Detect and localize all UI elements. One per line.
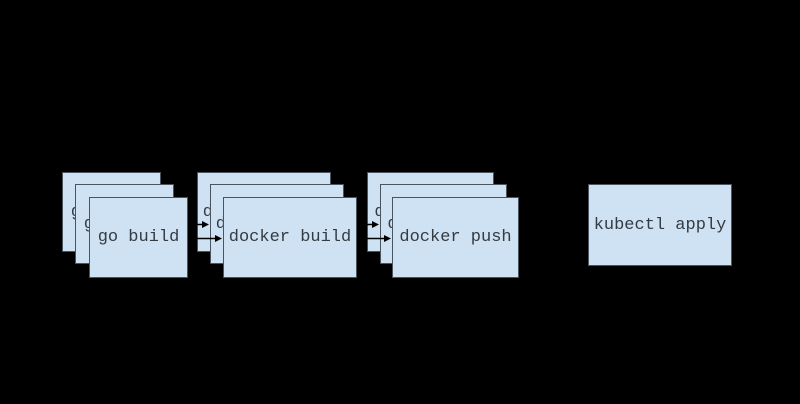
stage-box-docker-build-front: docker build (223, 197, 357, 278)
stage-label-docker-push: docker push (399, 228, 512, 247)
stage-label-go-build: go build (97, 228, 180, 247)
stage-box-go-build-front: go build (89, 197, 188, 278)
stage-box-kubectl-apply: kubectl apply (588, 184, 732, 266)
stage-label-kubectl-apply: kubectl apply (593, 215, 727, 235)
stage-box-docker-push-front: docker push (392, 197, 519, 278)
stage-label-docker-build: docker build (228, 228, 352, 247)
